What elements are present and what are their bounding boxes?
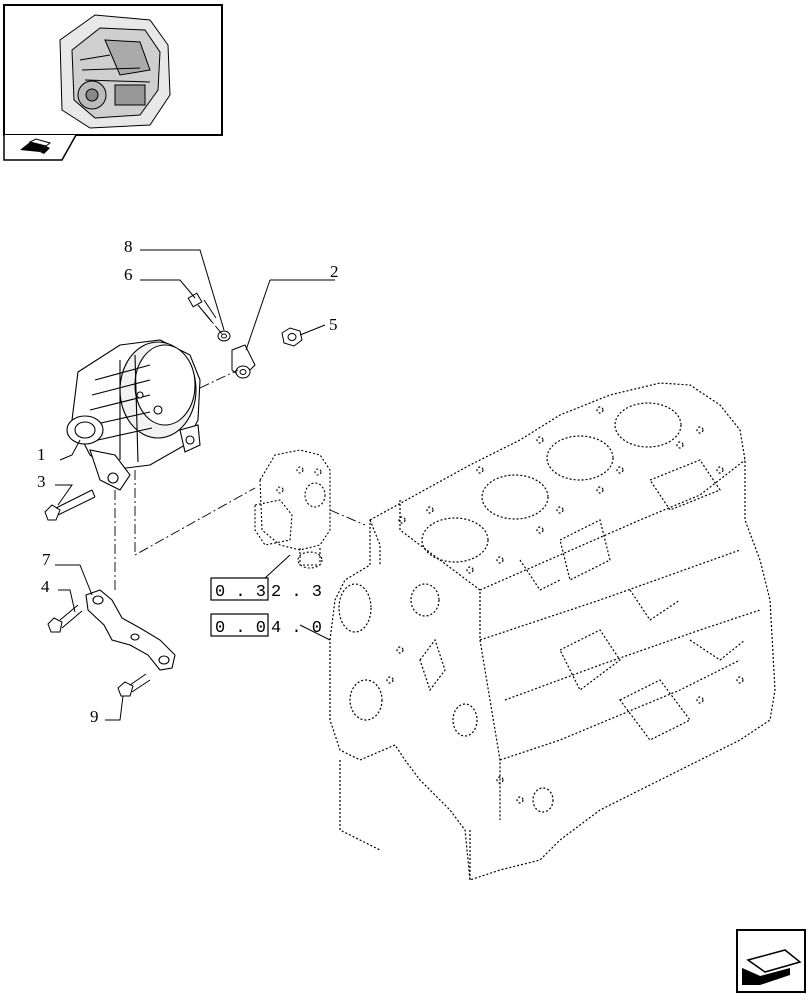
callout-9[interactable]: 9 bbox=[90, 707, 99, 726]
next-page-arrow-icon bbox=[742, 949, 802, 985]
reference-1[interactable]: 0 . 3 2 . 3 bbox=[210, 577, 322, 602]
bolt-3 bbox=[44, 489, 96, 521]
engine-thumbnail-icon bbox=[59, 14, 171, 129]
callout-3[interactable]: 3 bbox=[37, 472, 46, 491]
bolt-4 bbox=[47, 604, 83, 633]
callout-8[interactable]: 8 bbox=[124, 237, 133, 256]
bolt-9 bbox=[117, 673, 151, 697]
callouts: 1 2 3 4 5 6 7 8 9 bbox=[37, 237, 339, 726]
callout-4[interactable]: 4 bbox=[41, 577, 50, 596]
bracket-7 bbox=[85, 589, 176, 671]
reference-2-boxed: 0 . 0 bbox=[215, 619, 266, 638]
reference-2-suffix: 4 . 0 bbox=[271, 619, 322, 638]
engine-block bbox=[329, 382, 776, 881]
next-page-button[interactable] bbox=[736, 929, 806, 993]
bolt-6 bbox=[187, 292, 217, 323]
reference-1-suffix: 2 . 3 bbox=[271, 583, 322, 602]
reference-2[interactable]: 0 . 0 4 . 0 bbox=[210, 613, 322, 638]
washer-8 bbox=[217, 330, 231, 342]
callout-2[interactable]: 2 bbox=[330, 262, 339, 281]
callout-1[interactable]: 1 bbox=[37, 445, 46, 464]
callout-5[interactable]: 5 bbox=[329, 315, 338, 334]
alternator bbox=[66, 339, 201, 491]
reference-1-boxed: 0 . 3 bbox=[215, 583, 266, 602]
thumbnail-panel[interactable] bbox=[3, 4, 223, 161]
callout-7[interactable]: 7 bbox=[42, 550, 51, 569]
assembly-lines bbox=[114, 311, 366, 590]
leader-lines bbox=[55, 249, 335, 721]
callout-6[interactable]: 6 bbox=[124, 265, 133, 284]
pump-housing bbox=[254, 449, 331, 569]
book-icon bbox=[20, 138, 52, 154]
spacer-2 bbox=[231, 344, 256, 379]
nut-5 bbox=[281, 327, 303, 347]
